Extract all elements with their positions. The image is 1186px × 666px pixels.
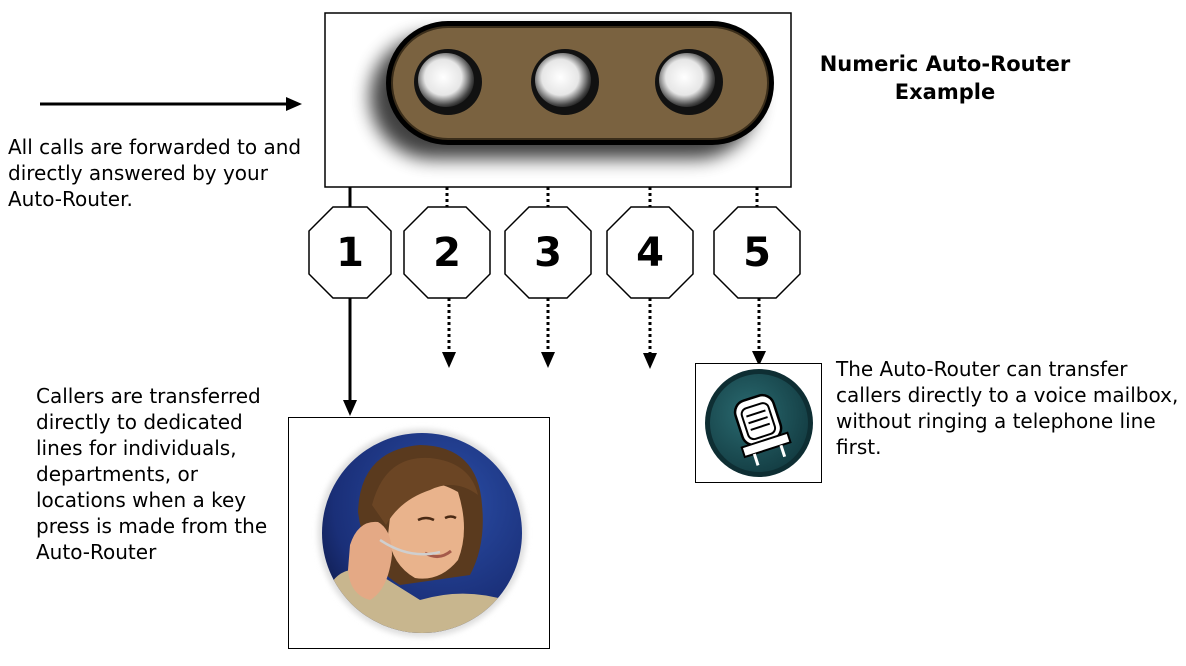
key-octagon-3: 3: [504, 206, 592, 299]
key-octagon-2: 2: [403, 206, 491, 299]
key-label-4: 4: [636, 230, 664, 276]
key-1-solid-arrow: [343, 298, 357, 416]
key-2-dotted-arrow: [442, 298, 456, 368]
forwarding-caption: All calls are forwarded to and directly …: [8, 135, 302, 211]
key-label-2: 2: [433, 230, 461, 276]
diagram-title: Numeric Auto-Router Example: [819, 52, 1071, 104]
key-octagon-5: 5: [713, 206, 801, 299]
operator-photo-frame: [288, 417, 550, 649]
key-label-3: 3: [534, 230, 562, 276]
key-5-dotted-arrow: [752, 298, 766, 366]
key-4-dotted-arrow: [643, 298, 657, 369]
auto-router-device-icon: [386, 21, 774, 145]
key-label-1: 1: [336, 230, 364, 276]
mailbox-caption: The Auto-Router can transfer callers dir…: [836, 357, 1179, 459]
key-octagon-4: 4: [606, 206, 694, 299]
device-hole-middle: [531, 49, 599, 115]
device-hole-right: [655, 49, 723, 115]
key-octagon-1: 1: [308, 206, 392, 299]
callers-caption: Callers are transferred directly to dedi…: [36, 384, 268, 564]
key-label-5: 5: [743, 230, 771, 276]
device-hole-left: [414, 49, 482, 115]
key-3-dotted-arrow: [541, 298, 555, 368]
connector-lines: [348, 187, 759, 207]
mailbox-frame: [695, 363, 822, 483]
incoming-call-arrow: [40, 97, 302, 111]
